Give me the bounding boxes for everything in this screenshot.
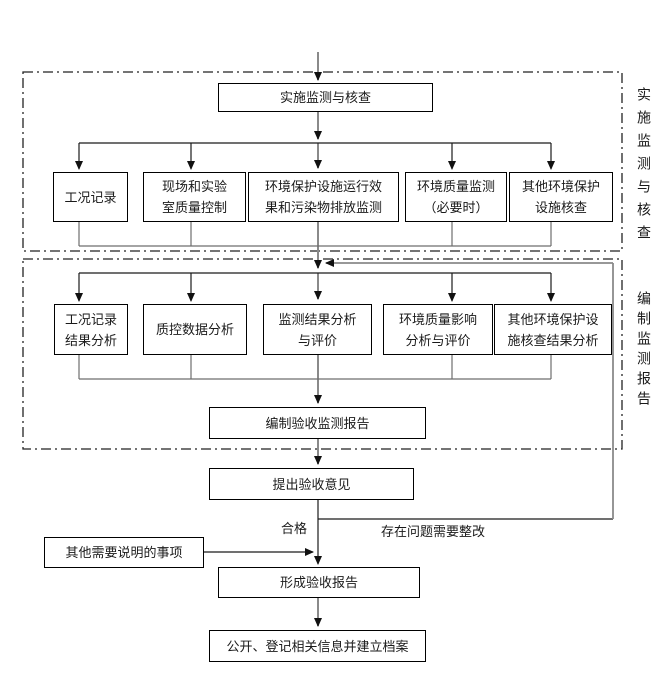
flow-box-facility-operation-and-emission-monitoring: 环境保护设施运行效 果和污染物排放监测 — [248, 172, 399, 222]
flow-box-label: 工况记录 — [64, 189, 117, 205]
stage2-branch-arrows — [75, 272, 555, 302]
flow-box-label: 监测结果分析 与评价 — [278, 311, 357, 348]
flow-box-other-items-to-explain: 其他需要说明的事项 — [44, 537, 204, 568]
acceptance-arrows — [203, 499, 613, 565]
flow-box-other-protection-facility-verification: 其他环境保护 设施核查 — [509, 172, 613, 222]
flow-box-qc-data-analysis: 质控数据分析 — [143, 304, 247, 355]
flow-box-label: 形成验收报告 — [279, 575, 358, 590]
flow-box-label: 其他需要说明的事项 — [65, 545, 183, 560]
flow-box-site-lab-quality-control: 现场和实验 室质量控制 — [143, 172, 246, 222]
stage1-branch-arrows — [75, 142, 555, 170]
flow-box-label: 其他环境保护 设施核查 — [521, 179, 600, 215]
flow-box-other-facility-verification-result-analysis: 其他环境保护设 施核查结果分析 — [494, 304, 612, 355]
flow-box-label: 质控数据分析 — [155, 322, 234, 337]
stage2-collector-lines — [78, 354, 552, 380]
flow-box-publish-register-and-archive: 公开、登记相关信息并建立档案 — [209, 630, 426, 662]
flow-box-label: 环境保护设施运行效 果和污染物排放监测 — [264, 179, 382, 215]
flow-box-label: 环境质量监测 （必要时） — [416, 179, 495, 215]
flow-box-propose-acceptance-opinion: 提出验收意见 — [209, 468, 414, 500]
flow-box-label: 编制验收监测报告 — [265, 415, 370, 431]
flow-box-compile-acceptance-monitoring-report: 编制验收监测报告 — [209, 407, 426, 439]
flow-box-label: 实施监测与核查 — [279, 90, 371, 105]
flow-box-implement-monitoring-and-verification: 实施监测与核查 — [218, 83, 433, 112]
stage1-collector-lines — [78, 222, 552, 247]
flow-box-label: 提出验收意见 — [272, 476, 351, 492]
rectify-feedback-loop — [325, 259, 614, 519]
stage2-frame — [22, 258, 623, 450]
flow-box-condition-record-result-analysis: 工况记录 结果分析 — [54, 304, 128, 355]
flow-box-environmental-quality-impact-analysis: 环境质量影响 分析与评价 — [383, 304, 493, 355]
stage1-frame — [22, 71, 623, 252]
flow-box-environmental-quality-monitoring: 环境质量监测 （必要时） — [405, 172, 507, 222]
flow-box-label: 其他环境保护设 施核查结果分析 — [507, 311, 599, 348]
flow-box-label: 现场和实验 室质量控制 — [161, 179, 227, 215]
stage1-side-label: 实施监测与核查 — [636, 87, 652, 248]
flow-box-form-acceptance-report: 形成验收报告 — [218, 567, 420, 598]
rectify-branch-label: 存在问题需要整改 — [381, 524, 486, 539]
flow-box-monitoring-result-analysis-evaluation: 监测结果分析 与评价 — [263, 304, 372, 355]
flow-box-operating-condition-record: 工况记录 — [53, 172, 128, 222]
pass-branch-label: 合格 — [281, 521, 308, 536]
stage2-side-label: 编制监测报告 — [636, 291, 652, 411]
flow-box-label: 公开、登记相关信息并建立档案 — [226, 638, 409, 654]
flow-box-label: 工况记录 结果分析 — [64, 311, 117, 348]
flow-box-label: 环境质量影响 分析与评价 — [398, 311, 477, 348]
